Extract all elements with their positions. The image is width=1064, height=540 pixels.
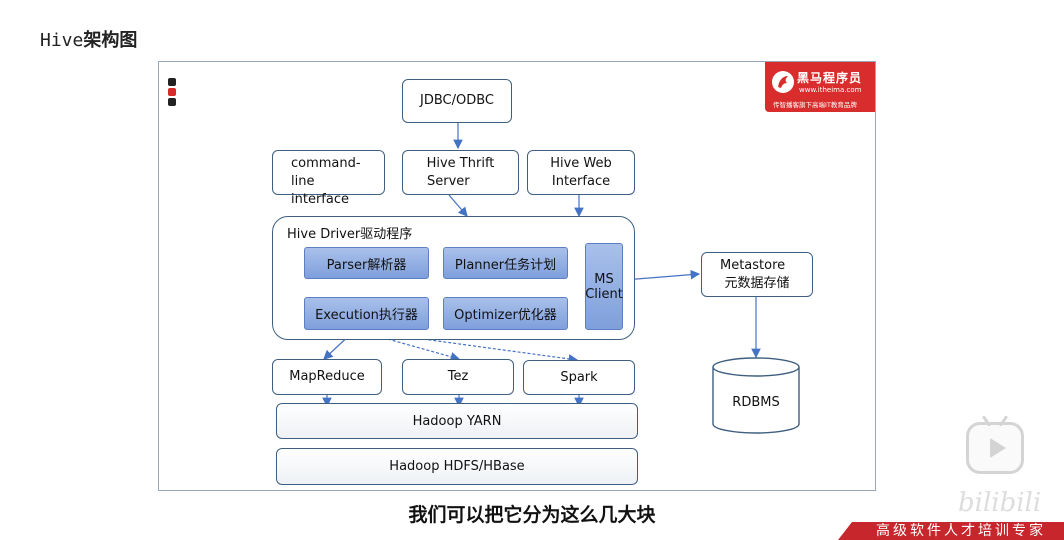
parser-label: Parser解析器 (326, 257, 407, 273)
hive-driver-label: Hive Driver驱动程序 (287, 227, 413, 242)
arrow-msclient-metastore (623, 269, 701, 281)
spark-label: Spark (560, 369, 598, 385)
jdbc-odbc-box: JDBC/ODBC (402, 79, 512, 123)
ms-client-line1: MS (594, 271, 614, 287)
slide-marker-icon (168, 78, 176, 108)
hadoop-hdfs-box: Hadoop HDFS/HBase (276, 448, 638, 485)
planner-component: Planner任务计划 (443, 247, 568, 279)
horse-logo-icon (772, 71, 794, 93)
brand-logo: 黑马程序员 www.itheima.com 传智播客旗下高端IT教育品牌 (765, 62, 875, 112)
hadoop-yarn-label: Hadoop YARN (412, 413, 502, 429)
optimizer-label: Optimizer优化器 (454, 308, 557, 323)
slide-canvas: 黑马程序员 www.itheima.com 传智播客旗下高端IT教育品牌 (158, 61, 876, 491)
page-title-suffix: 架构图 (83, 30, 138, 51)
cli-label-line1: command-line (291, 156, 361, 189)
connector-arrows (322, 123, 800, 434)
planner-label: Planner任务计划 (454, 257, 557, 273)
logo-name: 黑马程序员 (797, 71, 863, 85)
cli-label-line2: interface (291, 192, 349, 207)
rdbms-label: RDBMS (732, 395, 780, 410)
mapreduce-label: MapReduce (289, 369, 365, 384)
metastore-line1: Metastore (720, 257, 786, 273)
play-icon (990, 438, 1006, 458)
arrow-thrift-driver (448, 194, 468, 217)
page-title: Hive架构图 (40, 26, 137, 52)
thrift-label-line2: Server (427, 173, 470, 189)
web-label-line1: Hive Web (550, 155, 612, 171)
page-title-prefix: Hive (40, 30, 84, 51)
metastore-line2: 元数据存储 (724, 275, 790, 291)
rdbms-cylinder (712, 357, 800, 434)
metastore-box: Metastore 元数据存储 (701, 252, 813, 297)
hadoop-yarn-box: Hadoop YARN (276, 403, 638, 439)
optimizer-component: Optimizer优化器 (443, 297, 568, 330)
mapreduce-box: MapReduce (272, 359, 382, 395)
ms-client-component: MS Client (585, 243, 623, 330)
cli-box: command-line interface (272, 150, 385, 207)
thrift-label-line1: Hive Thrift (426, 155, 495, 171)
video-subtitle: 我们可以把它分为这么几大块 (408, 504, 656, 526)
thrift-server-box: Hive Thrift Server (402, 150, 519, 195)
execution-label: Execution执行器 (315, 308, 418, 323)
execution-component: Execution执行器 (304, 297, 429, 330)
brand-banner: 高级软件人才培训专家 (838, 522, 1064, 540)
logo-url: www.itheima.com (799, 86, 862, 94)
web-interface-box: Hive Web Interface (527, 150, 635, 195)
web-label-line2: Interface (551, 173, 611, 189)
bilibili-tv-icon[interactable] (966, 422, 1024, 474)
tez-box: Tez (402, 359, 514, 395)
bilibili-watermark: bilibili (958, 488, 1042, 518)
hadoop-hdfs-label: Hadoop HDFS/HBase (389, 459, 525, 474)
tez-label: Tez (447, 369, 469, 384)
jdbc-odbc-label: JDBC/ODBC (419, 93, 494, 108)
spark-box: Spark (523, 360, 635, 395)
ms-client-line2: Client (585, 286, 623, 302)
logo-slogan: 传智播客旗下高端IT教育品牌 (773, 101, 857, 109)
parser-component: Parser解析器 (304, 247, 429, 279)
